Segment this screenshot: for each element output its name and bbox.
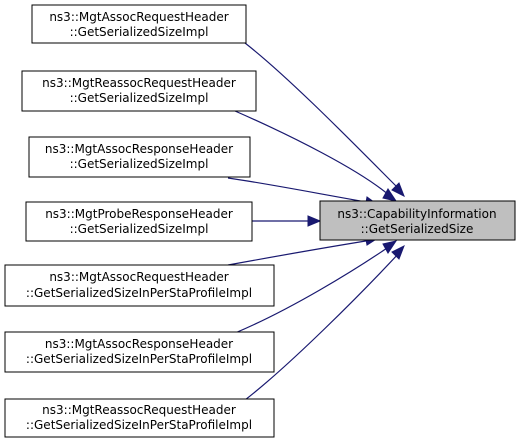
caller-node[interactable]: ns3::MgtReassocRequestHeader ::GetSerial…	[21, 70, 257, 112]
caller-node[interactable]: ns3::MgtReassocRequestHeader ::GetSerial…	[4, 398, 275, 438]
caller-node[interactable]: ns3::MgtAssocRequestHeader ::GetSerializ…	[31, 4, 247, 44]
caller-node-method: ::GetSerializedSizeInPerStaProfileImpl	[26, 352, 252, 366]
target-node[interactable]: ns3::CapabilityInformation ::GetSerializ…	[319, 200, 516, 241]
edge-caller-1	[244, 42, 401, 191]
caller-node-name: ns3::MgtAssocResponseHeader	[45, 142, 233, 156]
target-node-name: ns3::CapabilityInformation	[337, 207, 496, 221]
edge-caller-2	[234, 110, 391, 197]
arrowhead-1	[391, 182, 405, 198]
caller-node-name: ns3::MgtReassocRequestHeader	[42, 403, 236, 417]
arrowhead-2	[382, 188, 398, 202]
arrowhead-6	[382, 240, 398, 254]
caller-node-method: ::GetSerializedSizeImpl	[70, 91, 209, 105]
edge-caller-5	[227, 239, 373, 266]
caller-node-name: ns3::MgtReassocRequestHeader	[42, 76, 236, 90]
edge-caller-7	[244, 251, 401, 401]
caller-node-method: ::GetSerializedSizeImpl	[70, 157, 209, 171]
caller-node-name: ns3::MgtAssocRequestHeader	[49, 270, 228, 284]
caller-node-name: ns3::MgtAssocResponseHeader	[45, 337, 233, 351]
caller-node[interactable]: ns3::MgtProbeResponseHeader ::GetSeriali…	[25, 201, 253, 242]
caller-node-method: ::GetSerializedSizeInPerStaProfileImpl	[26, 286, 252, 300]
edge-caller-3	[227, 177, 373, 204]
caller-node-name: ns3::MgtProbeResponseHeader	[45, 207, 233, 221]
caller-node-method: ::GetSerializedSizeImpl	[70, 25, 209, 39]
caller-node[interactable]: ns3::MgtAssocRequestHeader ::GetSerializ…	[4, 264, 275, 307]
caller-node[interactable]: ns3::MgtAssocResponseHeader ::GetSeriali…	[4, 331, 275, 373]
arrowhead-4	[307, 215, 322, 227]
target-node-method: ::GetSerializedSize	[361, 222, 474, 236]
caller-node-name: ns3::MgtAssocRequestHeader	[49, 10, 228, 24]
caller-node-method: ::GetSerializedSizeImpl	[70, 222, 209, 236]
caller-node-method: ::GetSerializedSizeInPerStaProfileImpl	[26, 418, 252, 432]
caller-node[interactable]: ns3::MgtAssocResponseHeader ::GetSeriali…	[28, 136, 251, 178]
arrowhead-7	[391, 244, 405, 260]
edge-caller-6	[234, 245, 391, 334]
